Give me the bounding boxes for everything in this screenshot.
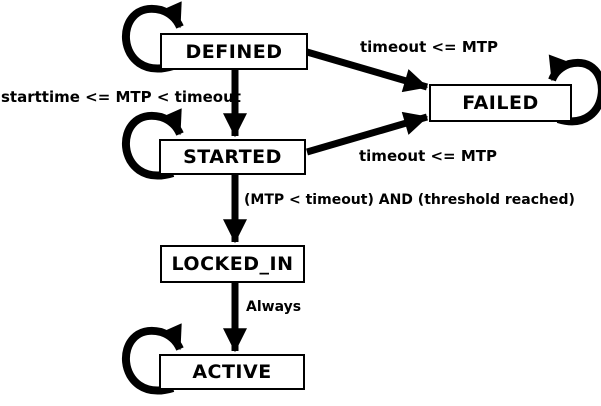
state-started-label: STARTED: [183, 146, 282, 168]
state-started: STARTED: [159, 139, 306, 175]
edge-label-defined-failed: timeout <= MTP: [360, 38, 499, 56]
state-active-label: ACTIVE: [192, 361, 272, 383]
self-loop-active: [121, 323, 184, 395]
state-defined-label: DEFINED: [185, 40, 283, 63]
self-loop-started: [121, 108, 184, 180]
state-failed-label: FAILED: [462, 92, 539, 114]
edge-label-started-failed: timeout <= MTP: [359, 147, 498, 165]
state-locked-in: LOCKED_IN: [160, 245, 305, 283]
self-loop-defined: [121, 1, 184, 73]
arrow-defined-failed: [306, 48, 429, 93]
state-locked-in-label: LOCKED_IN: [171, 253, 294, 275]
state-failed: FAILED: [429, 84, 572, 122]
edge-label-started-locked-in: (MTP < timeout) AND (threshold reached): [244, 192, 575, 208]
edge-label-defined-started: starttime <= MTP < timeout: [1, 88, 241, 106]
arrow-started-failed: [306, 111, 429, 156]
edge-label-locked-in-active: Always: [246, 299, 302, 315]
state-active: ACTIVE: [159, 354, 305, 390]
state-defined: DEFINED: [160, 33, 308, 70]
self-loop-failed: [548, 54, 601, 126]
